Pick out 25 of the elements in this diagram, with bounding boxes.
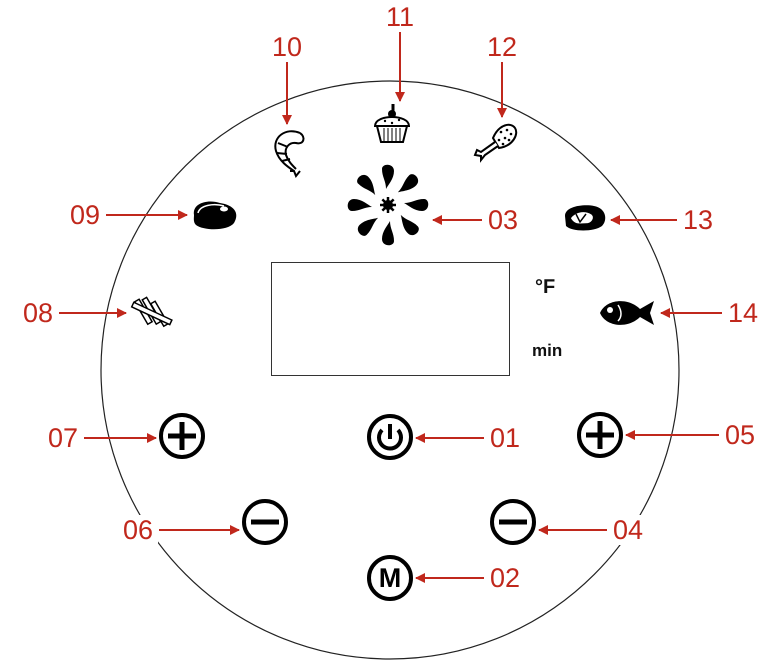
plus-button-icon — [577, 412, 623, 458]
arrow — [432, 215, 482, 225]
arrow — [625, 430, 719, 440]
arrow — [395, 32, 405, 102]
display-screen — [271, 262, 510, 376]
minus-button-icon — [242, 499, 288, 545]
arrow — [610, 215, 677, 225]
fan-icon — [346, 163, 430, 247]
arrow — [282, 62, 292, 125]
arrow — [415, 573, 484, 583]
arrow — [159, 525, 240, 535]
minus-button-icon — [490, 499, 536, 545]
cupcake-icon — [371, 104, 413, 144]
arrow — [106, 210, 188, 220]
power-button-icon — [367, 414, 413, 460]
arrow — [59, 308, 127, 318]
unit-label: °F — [535, 276, 556, 299]
mode-button: M — [367, 555, 413, 601]
arrow — [497, 62, 507, 118]
arrow — [660, 308, 722, 318]
plus-button-icon — [159, 413, 205, 459]
arrow — [415, 433, 484, 443]
arrow — [538, 525, 607, 535]
unit-label: min — [532, 341, 562, 361]
arrow — [84, 433, 157, 443]
